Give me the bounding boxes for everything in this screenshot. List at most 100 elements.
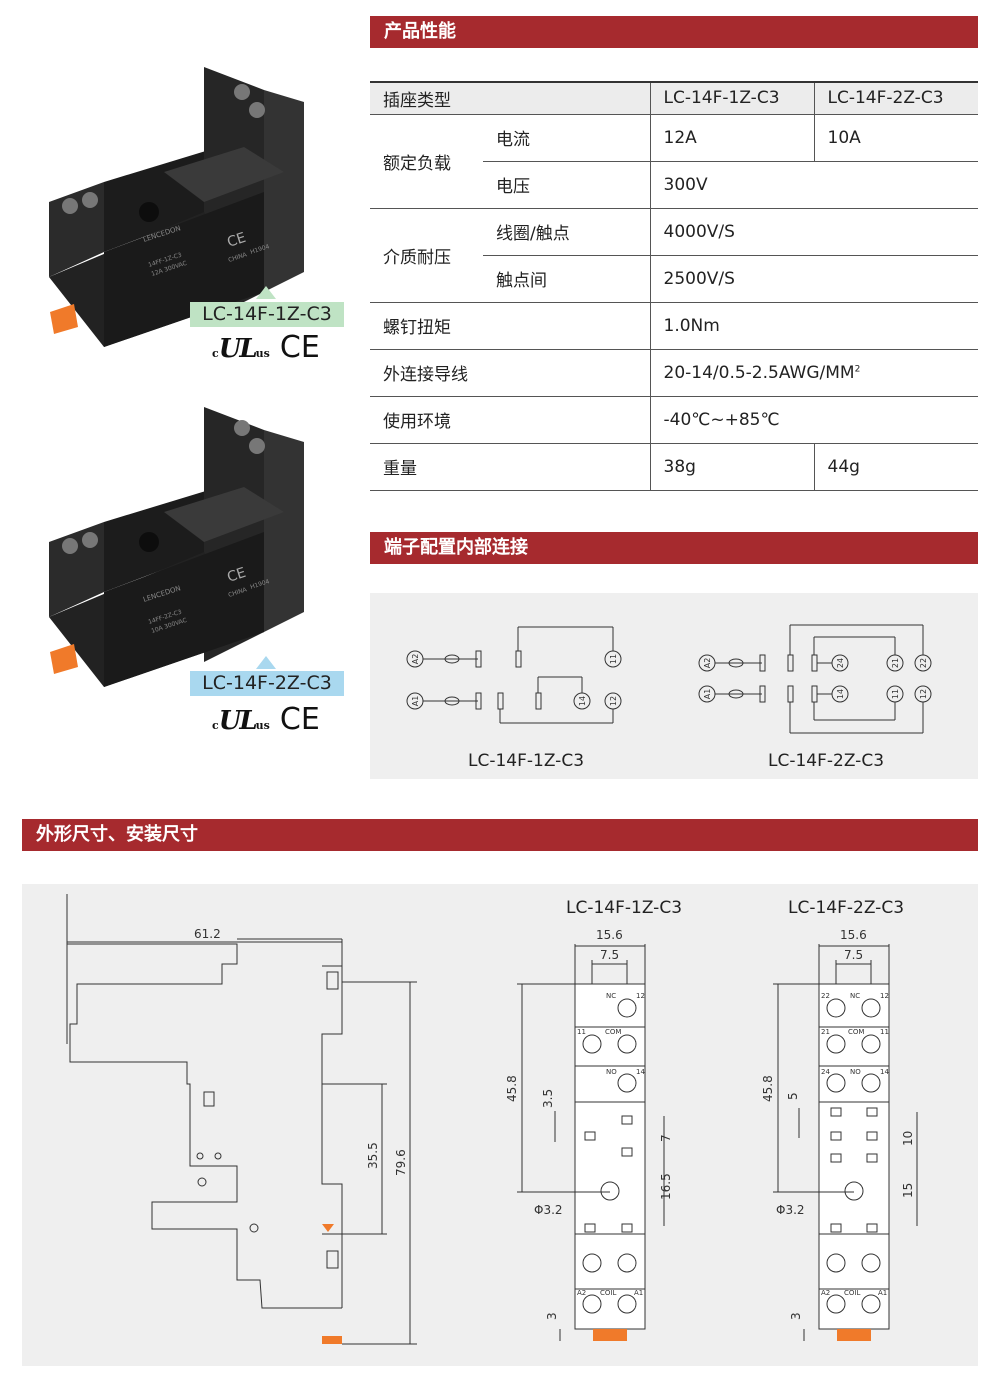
model-tag-2z: LC-14F-2Z-C3 <box>190 671 344 696</box>
spec-row-weight: 重量 38g 44g <box>370 443 978 491</box>
ce-logo: CE <box>279 330 320 365</box>
dim-1z-d2: 7 <box>659 1134 673 1142</box>
term-2z-nc: NC <box>850 992 860 1000</box>
dim-1z-d1: 3.5 <box>541 1089 555 1108</box>
spec-row-coil-contact: 介质耐压 线圈/触点 4000V/S <box>370 208 978 303</box>
value-weight-1z: 38g <box>650 443 815 491</box>
spec-row-environment: 使用环境 -40℃~+85℃ <box>370 396 978 444</box>
ul-logo: UL <box>218 334 258 364</box>
header-model-2z: LC-14F-2Z-C3 <box>814 81 978 115</box>
value-weight-2z: 44g <box>814 443 978 491</box>
term-1z-14: 14 <box>636 1068 645 1076</box>
dim-1z-w-outer: 15.6 <box>596 928 623 942</box>
section-header-wiring: 端子配置内部连接 <box>370 532 978 564</box>
dim-1z-h: 45.8 <box>505 1075 519 1102</box>
label-wire: 外连接导线 <box>370 349 651 397</box>
ce-logo: CE <box>279 702 320 737</box>
value-between-contacts: 2500V/S <box>650 255 978 303</box>
spec-header-row: 插座类型 LC-14F-1Z-C3 LC-14F-2Z-C3 <box>370 81 978 115</box>
term-2z-coil: COIL <box>844 1289 860 1297</box>
dim-2z-foot: 3 <box>789 1312 803 1320</box>
spec-row-wire: 外连接导线 20-14/0.5-2.5AWG/MM2 <box>370 349 978 397</box>
wire-2z-a1: A1 <box>703 689 712 700</box>
spec-table: 插座类型 LC-14F-1Z-C3 LC-14F-2Z-C3 额定负载 电流 1… <box>370 81 978 491</box>
product-photo-2z: LENCEDON 14FF-2Z-C3 10A 300VAC CE CHINA … <box>44 402 344 692</box>
label-weight: 重量 <box>370 443 651 491</box>
model-tag-1z: LC-14F-1Z-C3 <box>190 302 344 327</box>
value-wire: 20-14/0.5-2.5AWG/MM2 <box>650 349 978 397</box>
term-1z-11: 11 <box>577 1028 586 1036</box>
dim-2z-hole: Φ3.2 <box>776 1203 805 1217</box>
dim-1z-w-inner: 7.5 <box>600 948 619 962</box>
dim-label-1z: LC-14F-1Z-C3 <box>566 898 683 918</box>
tag-pointer-1z <box>256 286 276 299</box>
dim-2z-d2: 10 <box>901 1131 915 1146</box>
section-header-performance: 产品性能 <box>370 16 978 48</box>
wire-1z-a2: A2 <box>411 654 420 665</box>
value-coil-contact: 4000V/S <box>650 208 978 256</box>
value-voltage: 300V <box>650 161 978 209</box>
wire-2z-11: 11 <box>891 689 900 699</box>
label-environment: 使用环境 <box>370 396 651 444</box>
dim-side-height-total: 79.6 <box>394 1149 408 1176</box>
header-socket-type: 插座类型 <box>370 81 651 115</box>
term-1z-nc: NC <box>606 992 616 1000</box>
spec-row-between-contacts: 触点间 2500V/S <box>370 255 978 303</box>
dim-2z-w-inner: 7.5 <box>844 948 863 962</box>
label-current: 电流 <box>483 114 651 162</box>
label-dielectric: 介质耐压 <box>370 208 483 303</box>
wire-1z-12: 12 <box>609 696 618 706</box>
dim-1z-d3: 16.5 <box>659 1173 673 1200</box>
spec-row-voltage: 电压 300V <box>370 161 978 209</box>
wire-1z-a1: A1 <box>411 696 420 707</box>
wiring-label-1z: LC-14F-1Z-C3 <box>468 751 585 771</box>
label-coil-contact: 线圈/触点 <box>483 208 651 256</box>
wire-1z-14: 14 <box>578 696 587 706</box>
term-1z-a2: A2 <box>577 1289 586 1297</box>
dim-2z-d3: 15 <box>901 1183 915 1198</box>
product-2-ce-mark: CE <box>225 565 248 586</box>
wiring-diagram: A2 A1 11 12 14 A2 A1 24 21 22 14 11 12 <box>406 624 932 734</box>
term-2z-a1: A1 <box>878 1289 887 1297</box>
wire-2z-22: 22 <box>919 658 928 668</box>
wiring-label-2z: LC-14F-2Z-C3 <box>768 751 885 771</box>
term-2z-22: 22 <box>821 992 830 1000</box>
dim-1z-foot: 3 <box>545 1312 559 1320</box>
term-2z-12: 12 <box>880 992 889 1000</box>
dim-label-2z: LC-14F-2Z-C3 <box>788 898 905 918</box>
label-voltage: 电压 <box>483 161 651 209</box>
term-1z-com: COM <box>605 1028 621 1036</box>
term-2z-21: 21 <box>821 1028 830 1036</box>
dim-side-height-mid: 35.5 <box>366 1142 380 1169</box>
header-model-1z: LC-14F-1Z-C3 <box>650 81 815 115</box>
dim-1z-hole: Φ3.2 <box>534 1203 563 1217</box>
term-2z-24: 24 <box>821 1068 830 1076</box>
dim-2z-h: 45.8 <box>761 1075 775 1102</box>
value-current-1z: 12A <box>650 114 815 162</box>
wiring-diagram-panel: A2 A1 11 12 14 A2 A1 24 21 22 14 11 12 L… <box>370 593 978 779</box>
term-2z-com: COM <box>848 1028 864 1036</box>
value-screw-torque: 1.0Nm <box>650 302 978 350</box>
value-current-2z: 10A <box>814 114 978 162</box>
product-photo-1z: LENCEDON 14FF-1Z-C3 12A 300VAC CE CHINA … <box>44 62 344 352</box>
wire-2z-a2: A2 <box>703 658 712 669</box>
section-header-dimensions: 外形尺寸、安装尺寸 <box>22 819 978 851</box>
label-screw-torque: 螺钉扭矩 <box>370 302 651 350</box>
dim-side-width: 61.2 <box>194 927 221 941</box>
wire-2z-14: 14 <box>836 689 845 699</box>
tag-pointer-2z <box>256 656 276 669</box>
wire-1z-11: 11 <box>609 654 618 664</box>
product-1-ce-mark: CE <box>225 230 248 251</box>
term-2z-no: NO <box>850 1068 861 1076</box>
term-1z-12: 12 <box>636 992 645 1000</box>
term-1z-a1: A1 <box>634 1289 643 1297</box>
wire-2z-24: 24 <box>836 658 845 668</box>
term-2z-14: 14 <box>880 1068 889 1076</box>
label-between-contacts: 触点间 <box>483 255 651 303</box>
ul-logo: UL <box>218 706 258 736</box>
dimension-drawing-panel: 61.2 79.6 35.5 15.6 7.5 45.8 3.5 7 16.5 … <box>22 884 978 1366</box>
spec-row-current: 额定负载 电流 12A 10A <box>370 114 978 209</box>
term-2z-a2: A2 <box>821 1289 830 1297</box>
